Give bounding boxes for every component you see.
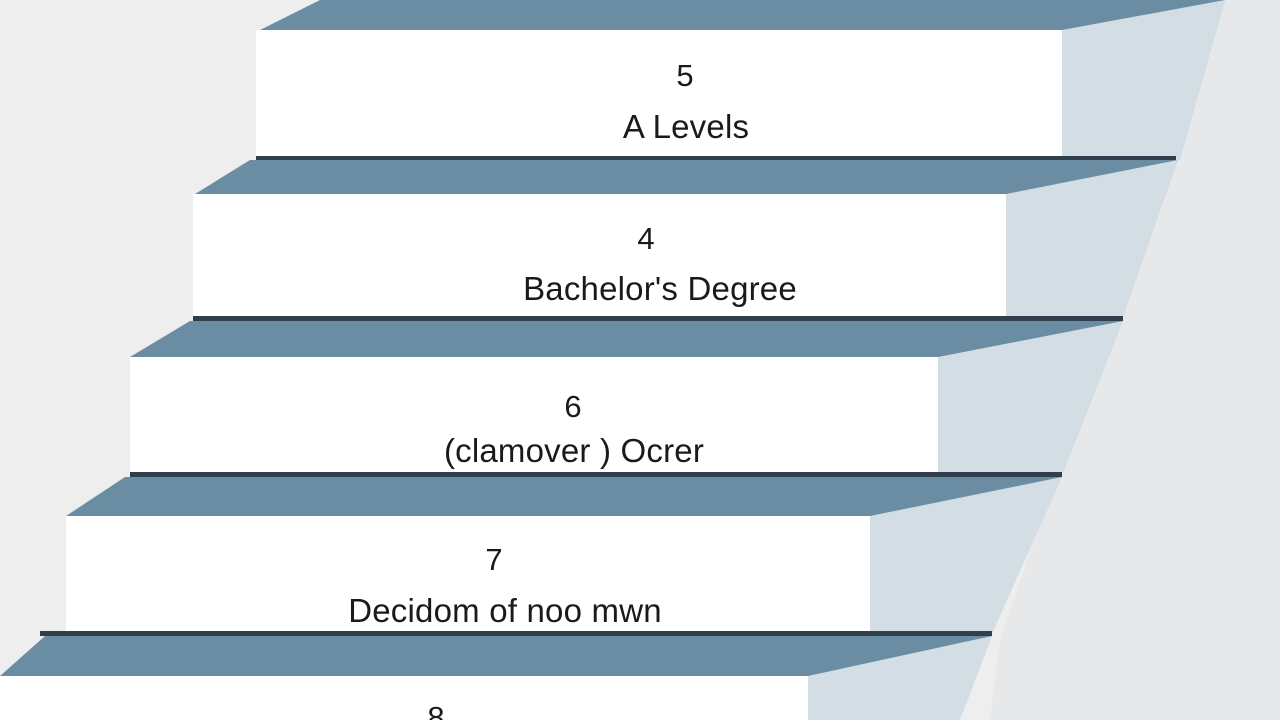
step-7-number: 7 — [485, 542, 503, 577]
step-5-label: A Levels — [622, 108, 750, 145]
step-8-side — [808, 636, 992, 720]
step-6-riser — [130, 357, 938, 474]
step-5-side-face — [1062, 0, 1225, 160]
step-4-shadow — [193, 316, 1123, 321]
step-7-riser — [66, 516, 870, 633]
step-4-label: Bachelor's Degree — [523, 270, 797, 307]
step-4-side — [1006, 160, 1178, 320]
step-6-shadow — [130, 472, 1062, 477]
step-4-number: 4 — [637, 221, 655, 256]
step-6-label: (clamover ) Ocrer — [443, 432, 705, 469]
step-7-side — [870, 477, 1062, 634]
step-6-side — [938, 321, 1123, 476]
step-5-number: 5 — [676, 58, 694, 93]
right-wall-shade — [990, 0, 1280, 720]
step-7-tread — [66, 477, 1062, 516]
step-8-number: 8 — [427, 700, 445, 720]
step-6-number: 6 — [564, 389, 582, 424]
step-5-riser — [256, 30, 1062, 158]
step-7-shadow — [40, 631, 992, 636]
step-4-tread — [195, 160, 1178, 194]
step-8-tread — [0, 636, 992, 676]
step-8-riser — [0, 676, 808, 720]
step-5-shadow — [256, 156, 1176, 160]
step-5-tread — [260, 0, 1225, 30]
step-6-tread — [130, 321, 1123, 357]
step-7-label: Decidom of noo mwn — [348, 592, 662, 629]
step-4-riser — [193, 194, 1006, 318]
